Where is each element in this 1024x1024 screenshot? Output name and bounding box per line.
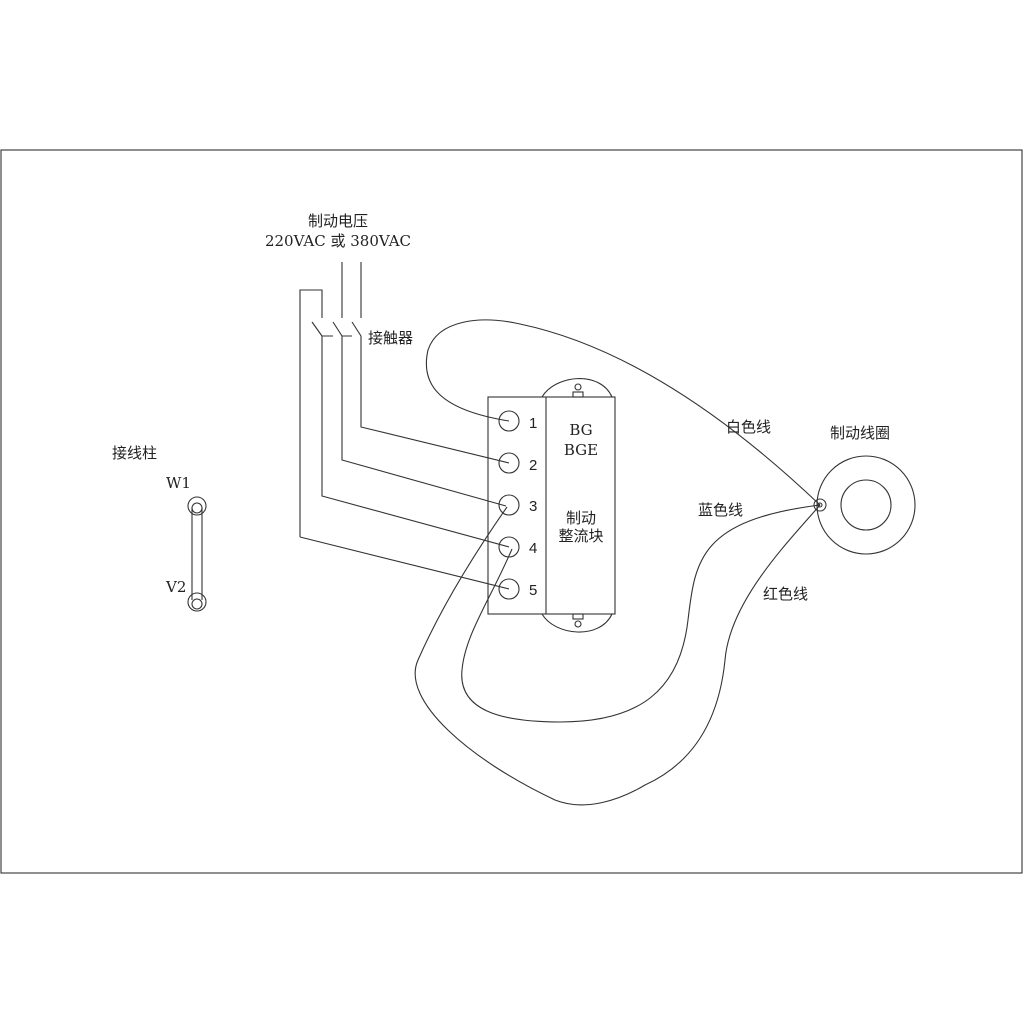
terminal-post-label: 接线柱 <box>112 444 157 462</box>
rectifier-model-2: BGE <box>564 441 598 459</box>
frame <box>0 149 1023 874</box>
rectifier-model-1: BG <box>569 421 592 439</box>
terminal-4: 4 <box>529 540 537 557</box>
brake-coil <box>813 455 916 555</box>
rectifier-block <box>487 378 616 633</box>
rectifier-name-1: 制动 <box>566 509 596 527</box>
terminal-1: 1 <box>529 415 537 432</box>
terminal-post <box>187 496 207 612</box>
red-wire-label: 红色线 <box>763 585 808 603</box>
rectifier-name-2: 整流块 <box>558 527 603 545</box>
contactor-label: 接触器 <box>368 329 413 347</box>
blue-wire <box>414 504 821 806</box>
supply-voltage: 220VAC 或 380VAC <box>265 232 411 250</box>
blue-wire-label: 蓝色线 <box>698 501 743 519</box>
terminal-3: 3 <box>529 498 537 515</box>
terminal-2: 2 <box>529 457 537 474</box>
terminal-v2-label: V2 <box>165 578 186 596</box>
white-wire-label: 白色线 <box>726 418 771 436</box>
white-wire <box>425 319 821 506</box>
supply-title: 制动电压 <box>308 212 368 230</box>
terminal-5: 5 <box>529 582 537 599</box>
coil-label: 制动线圈 <box>830 424 890 442</box>
red-wire <box>461 504 821 723</box>
terminal-w1-label: W1 <box>166 474 191 492</box>
contactor <box>299 262 510 590</box>
